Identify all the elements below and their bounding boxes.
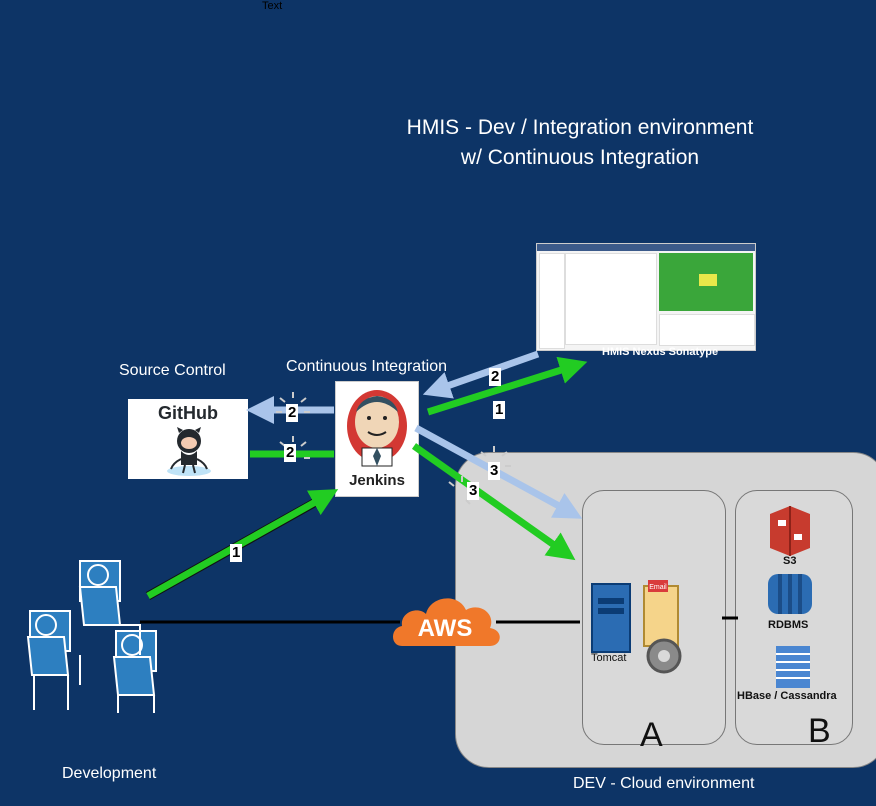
- aws-label: AWS: [418, 615, 473, 642]
- nexus-label: HMIS Nexus Sonatype: [602, 346, 719, 358]
- arrow-jenkins-to-nexus: [426, 356, 588, 416]
- arrow-nexus-to-jenkins: [422, 350, 540, 399]
- nexus-chart: [659, 314, 755, 346]
- jenkins-wordmark: Jenkins: [349, 472, 405, 489]
- github-wordmark: GitHub: [158, 403, 218, 423]
- jenkins-butler-icon: [347, 390, 407, 467]
- rdbms-icon: [768, 574, 812, 614]
- jenkins-logo: Jenkins: [335, 381, 419, 497]
- nexus-sidebar: [539, 253, 565, 349]
- step-tag-github-to-jenkins: 2: [284, 444, 297, 462]
- aws-cloud-icon: AWS: [393, 598, 500, 646]
- github-logo: GitHub: [128, 399, 248, 479]
- step-tag-dev-to-jenkins: 1: [230, 544, 243, 562]
- step-tag-nexus-to-jenkins: 2: [489, 368, 502, 386]
- developers-icon: [26, 560, 157, 713]
- arrow-jenkins-to-cloud-green: [411, 443, 576, 561]
- step-tag-jenkins-to-github: 2: [286, 404, 299, 422]
- tomcat-server-icon: Email: [591, 580, 682, 674]
- title-line-1: HMIS - Dev / Integration environment: [406, 116, 754, 139]
- nexus-screenshot: [536, 243, 756, 351]
- tomcat-label: Tomcat: [591, 652, 627, 664]
- hbase-cassandra-label: HBase / Cassandra: [737, 690, 837, 702]
- development-label: Development: [62, 765, 157, 782]
- source-control-label: Source Control: [119, 362, 226, 379]
- cloud-environment-label: DEV - Cloud environment: [573, 775, 755, 792]
- step-tag-jenkins-to-cloud-green: 3: [467, 482, 480, 500]
- email-icon-label: Email: [649, 584, 667, 591]
- step-tag-jenkins-to-nexus: 1: [493, 401, 506, 419]
- title-line-2: w/ Continuous Integration: [460, 146, 700, 169]
- step-tag-jenkins-to-cloud-blue: 3: [488, 462, 501, 480]
- nexus-header-bar: [537, 244, 755, 251]
- rdbms-label: RDBMS: [768, 619, 809, 631]
- page-title: HMIS - Dev / Integration environment w/ …: [380, 113, 780, 173]
- s3-icon: [770, 506, 810, 556]
- top-note: Text: [262, 0, 283, 12]
- octocat-icon: [167, 427, 211, 476]
- panel-a-label: A: [640, 716, 663, 754]
- nexus-treemap-warning: [699, 274, 717, 286]
- nexus-table: [565, 253, 657, 345]
- s3-label: S3: [783, 555, 797, 567]
- continuous-integration-label: Continuous Integration: [286, 358, 447, 375]
- panel-b-label: B: [808, 712, 831, 750]
- hbase-cassandra-icon: [776, 646, 810, 688]
